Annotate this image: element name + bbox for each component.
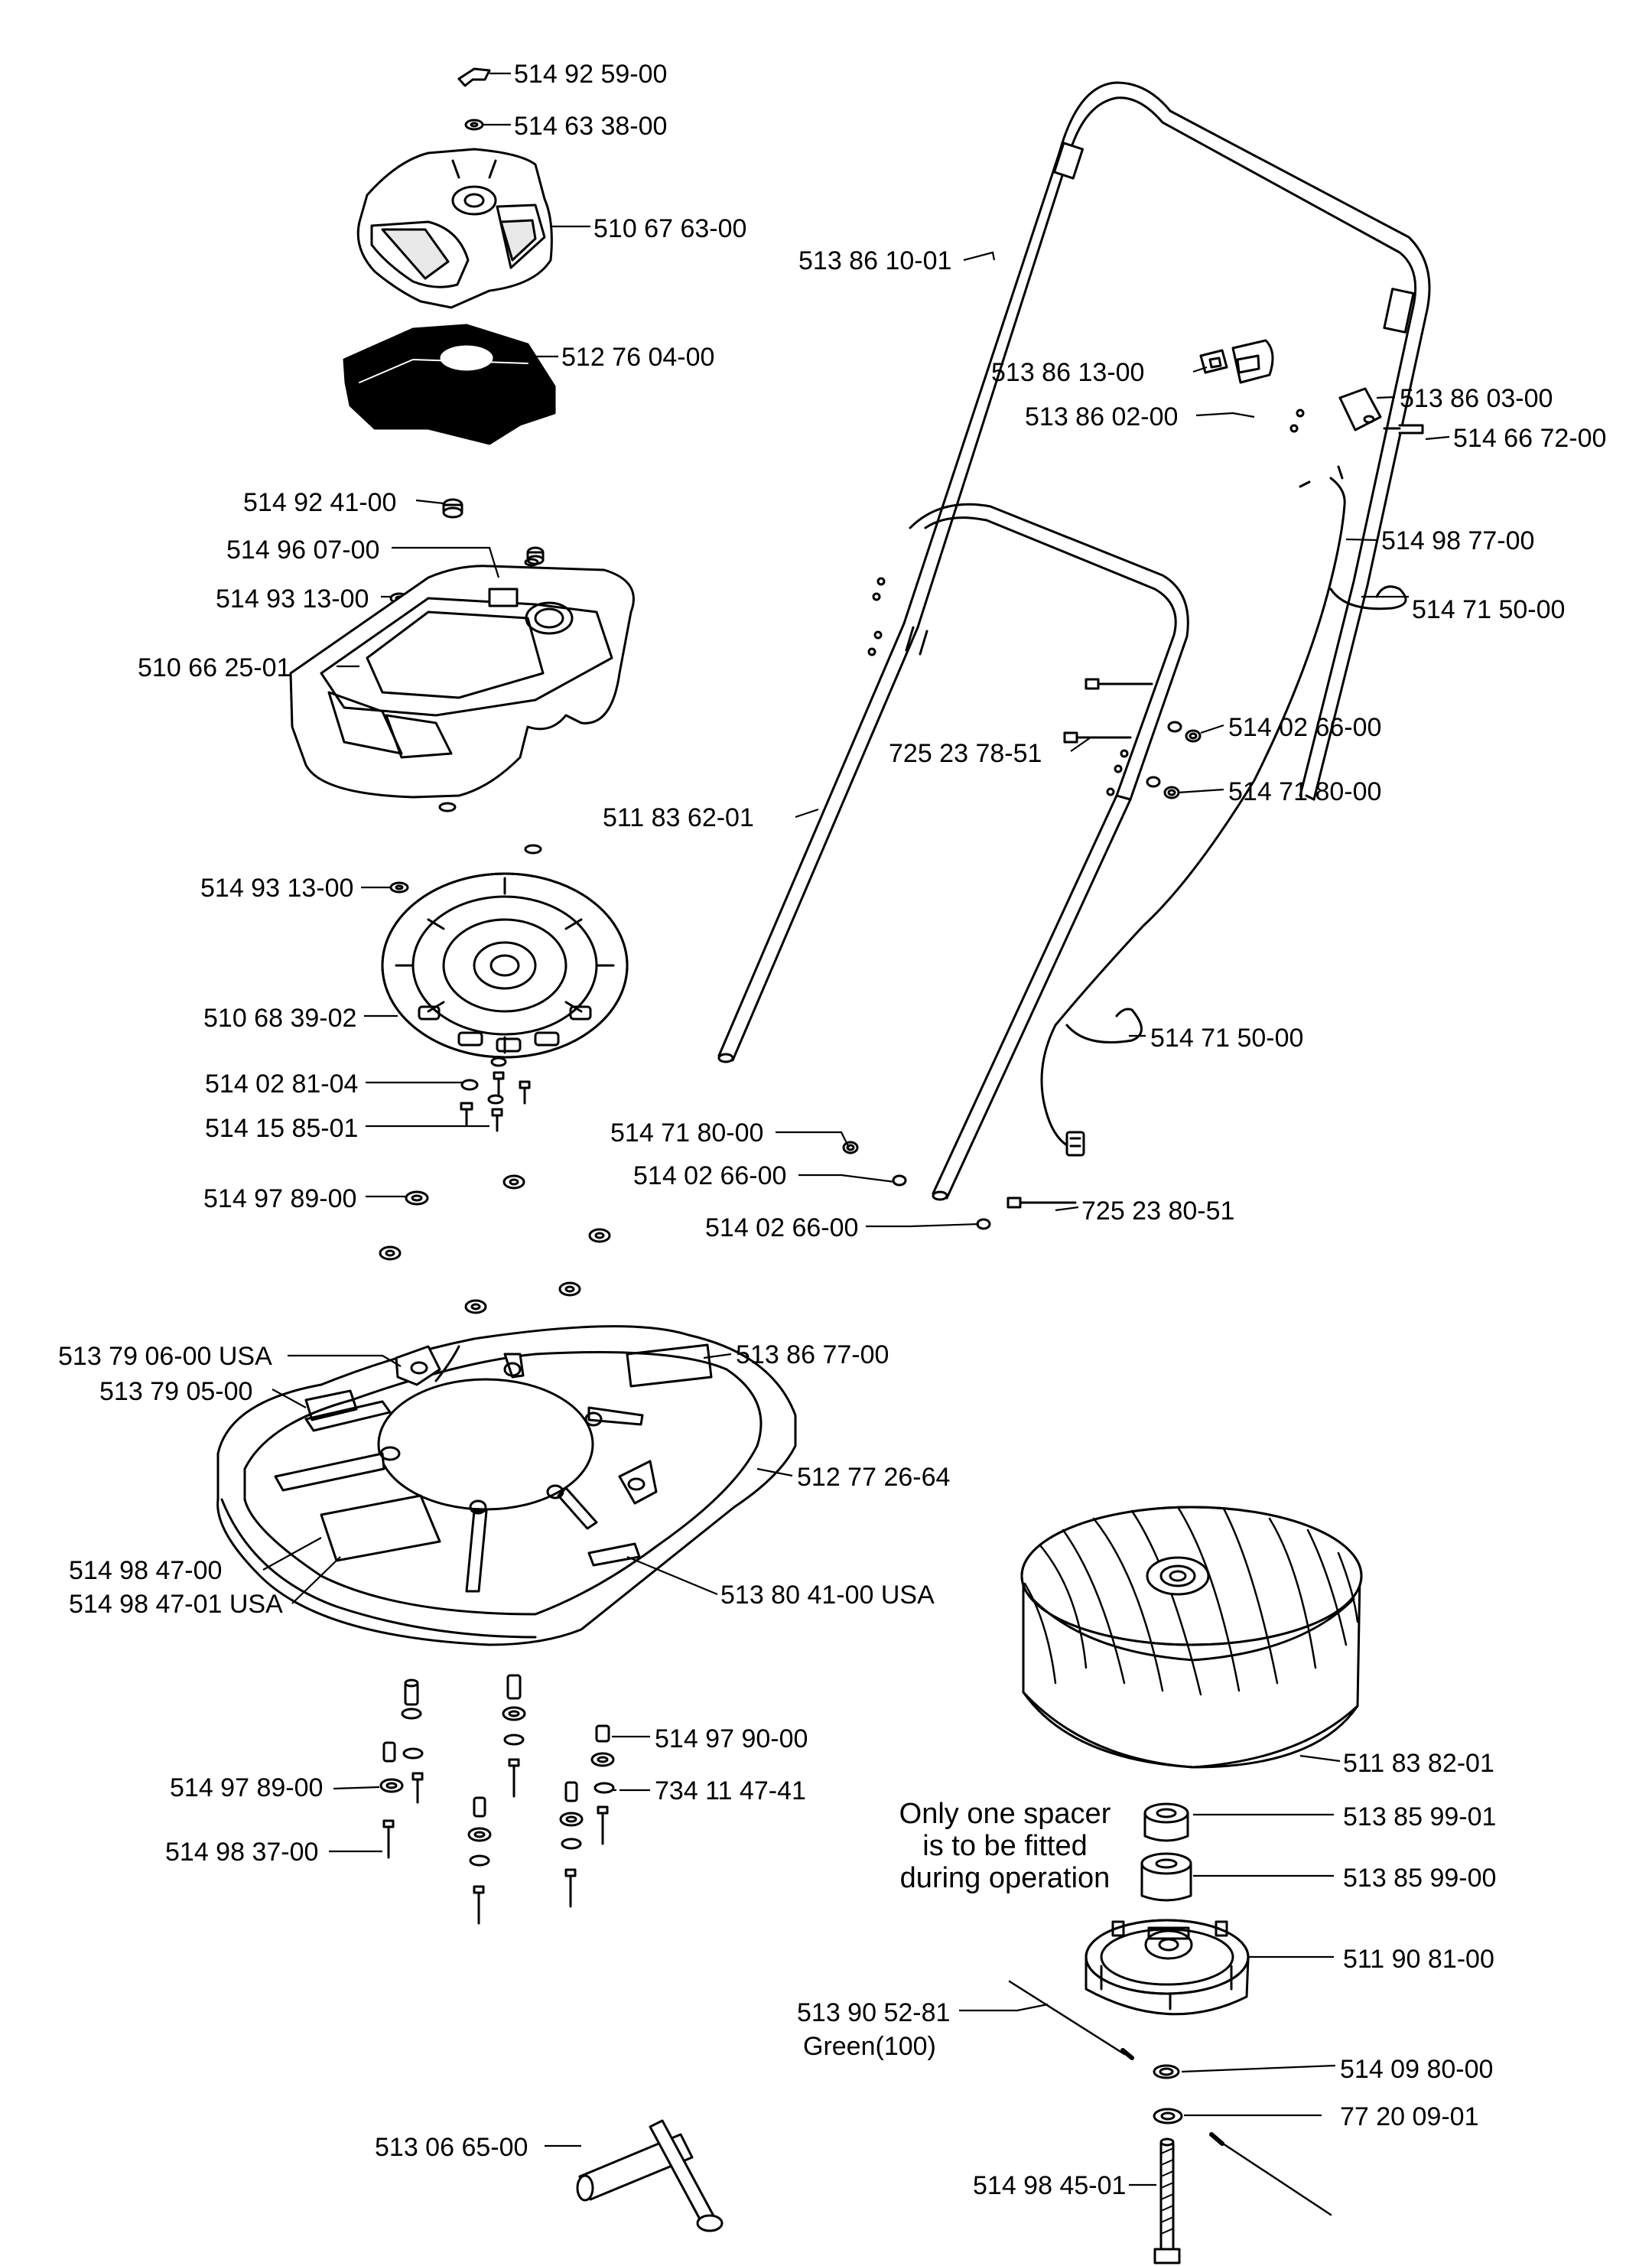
bolt-part	[1085, 678, 1153, 690]
part-label: 725 23 80-51	[1081, 1196, 1235, 1226]
bolt-part	[1063, 731, 1132, 744]
part-label: 514 02 81-04	[205, 1070, 359, 1099]
part-label: 514 02 66-00	[1228, 713, 1382, 742]
washer-part	[464, 119, 484, 131]
switch-part	[1338, 387, 1424, 435]
part-label: 513 86 03-00	[1400, 384, 1553, 413]
upper-handle-part	[872, 81, 1431, 801]
part-label: 514 02 66-00	[705, 1213, 859, 1242]
note-line: is to be fitted	[922, 1830, 1088, 1862]
part-label: 513 90 52-81	[797, 1998, 951, 2027]
part-label: 514 63 38-00	[514, 112, 668, 141]
cable-tie-part	[1065, 1008, 1143, 1043]
washer-part	[1153, 2108, 1183, 2124]
part-label: 514 15 85-01	[205, 1114, 359, 1143]
part-label: 514 71 50-00	[1412, 595, 1566, 624]
lock-washer-part	[1153, 2064, 1180, 2079]
part-label: 514 71 50-00	[1150, 1024, 1304, 1053]
cable-part	[1040, 465, 1346, 1157]
box-spanner-part	[576, 2119, 724, 2232]
part-label: 514 97 89-00	[170, 1773, 324, 1802]
motor-cover-part	[289, 558, 635, 812]
part-label: 514 71 80-00	[1228, 777, 1382, 806]
latch-part	[1199, 339, 1274, 384]
cutting-line-part	[1008, 1980, 1126, 2056]
part-label: 511 83 82-01	[1343, 1749, 1494, 1778]
part-label: 514 98 45-01	[973, 2171, 1127, 2200]
part-label: 514 98 77-00	[1381, 526, 1535, 555]
part-label: Green(100)	[803, 2032, 936, 2061]
part-label: 514 97 90-00	[655, 1724, 808, 1753]
filter-plate-part	[381, 872, 629, 1059]
part-label: 77 20 09-01	[1340, 2102, 1479, 2131]
part-label: 514 98 37-00	[165, 1838, 319, 1867]
part-label: 512 76 04-00	[561, 343, 715, 372]
screw-part	[1153, 2137, 1181, 2264]
part-label: 511 90 81-00	[1343, 1945, 1494, 1974]
part-label: 513 85 99-00	[1343, 1864, 1497, 1893]
part-label: 510 67 63-00	[593, 214, 747, 243]
cable-tie-part	[1329, 585, 1407, 610]
part-label: 514 92 59-00	[514, 60, 668, 89]
part-label: 513 86 77-00	[736, 1340, 889, 1369]
lower-handle-part	[717, 622, 1132, 1201]
spacer-note: Only one spacer is to be fitted during o…	[867, 1798, 1143, 1894]
spacer-part	[1140, 1852, 1192, 1902]
part-label: 513 06 65-00	[375, 2133, 528, 2162]
upper-cover-part	[356, 148, 553, 309]
part-label: 511 83 62-01	[603, 803, 754, 832]
part-label: 514 71 80-00	[610, 1118, 764, 1148]
part-label: 514 93 13-00	[216, 584, 369, 614]
part-label: 513 86 02-00	[1025, 402, 1179, 431]
blade-holder-part	[1085, 1919, 1250, 2016]
part-label: 514 98 47-00	[69, 1556, 223, 1585]
hood-part	[216, 1325, 797, 1646]
part-label: 514 98 47-01 USA	[69, 1590, 283, 1619]
spacer-part	[1143, 1802, 1189, 1842]
part-label: 513 86 13-00	[991, 358, 1145, 387]
part-label: 513 79 05-00	[99, 1377, 253, 1406]
part-label: 510 68 39-02	[203, 1004, 357, 1033]
part-label: 514 66 72-00	[1453, 424, 1607, 453]
knob-part	[457, 67, 491, 87]
part-label: 514 97 89-00	[203, 1184, 357, 1213]
part-label: 513 85 99-01	[1343, 1802, 1497, 1831]
insulation-plate-part	[343, 324, 556, 445]
part-label: 725 23 78-51	[889, 739, 1042, 768]
note-line: Only one spacer	[899, 1798, 1111, 1830]
part-label: 514 09 80-00	[1340, 2055, 1494, 2084]
note-line: during operation	[899, 1862, 1111, 1894]
part-label: 514 02 66-00	[633, 1161, 787, 1190]
fan-part	[1020, 1506, 1363, 1769]
part-label: 513 80 41-00 USA	[720, 1581, 935, 1610]
part-label: 734 11 47-41	[655, 1776, 806, 1805]
bolt-part	[1006, 1196, 1077, 1209]
part-label: 514 96 07-00	[226, 536, 380, 565]
part-label: 512 77 26-64	[797, 1463, 951, 1492]
part-label: 513 79 06-00 USA	[58, 1342, 272, 1371]
part-label: 514 93 13-00	[200, 874, 354, 903]
part-label: 513 86 10-01	[798, 246, 952, 275]
cutting-line-part	[1219, 2141, 1332, 2216]
part-label: 510 66 25-01	[138, 653, 291, 682]
part-label: 514 92 41-00	[243, 488, 397, 517]
